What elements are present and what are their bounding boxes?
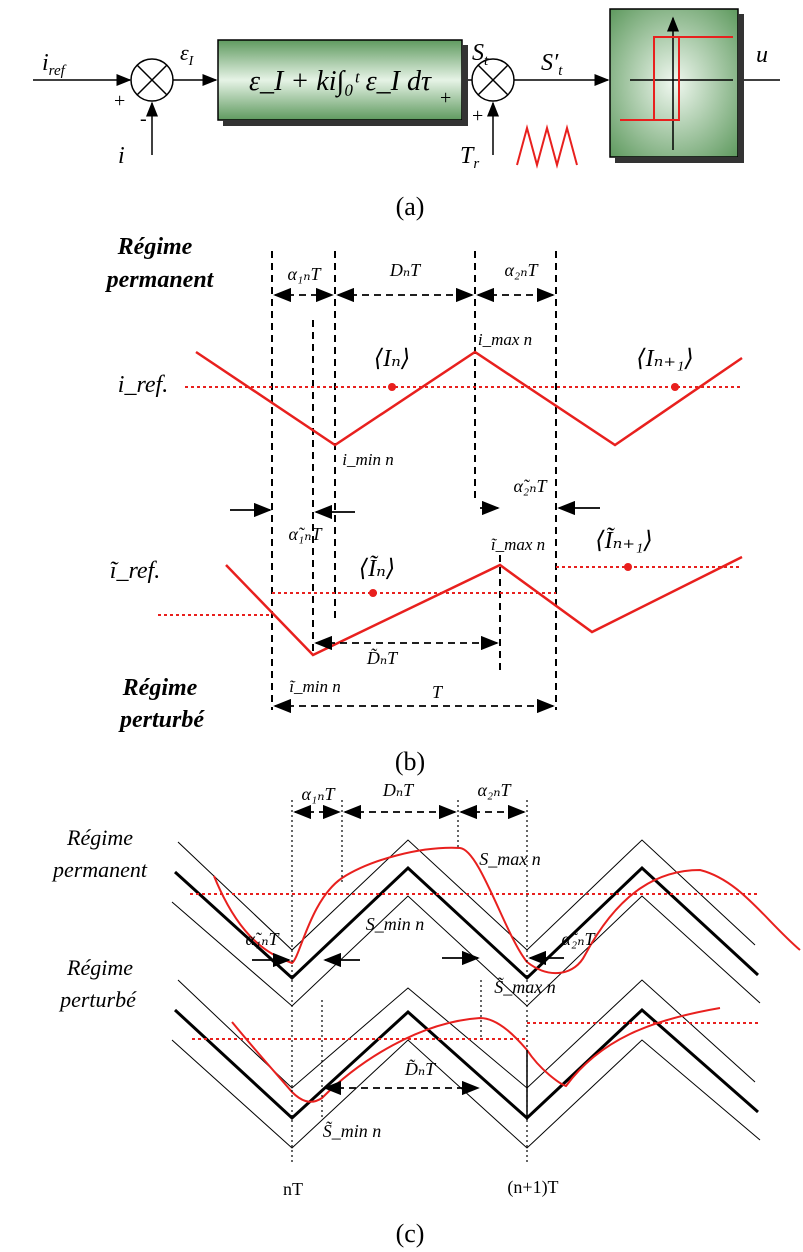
c-title-bottom-1: Régime (66, 955, 133, 980)
error-label: εI (180, 40, 195, 69)
b-In1t-label: ⟨Ĩₙ₊₁⟩ (595, 528, 652, 554)
c-carriers-bottom (171, 979, 761, 1149)
c-signal-top (213, 846, 801, 975)
hysteresis-block (609, 8, 739, 158)
b-imint-label: ĩ_min n (289, 677, 340, 696)
b-title-bottom-2: perturbé (118, 707, 205, 733)
c-alpha1t-label: α̃₁ₙT (245, 929, 280, 949)
plus-sign-1: + (114, 90, 125, 112)
hysteresis-icon (620, 16, 733, 150)
b-ireft-label: ĩ_ref. (110, 558, 160, 584)
b-In1t-dot (624, 563, 632, 571)
integrator-shadow-right (462, 45, 468, 125)
c-title-bottom-2: perturbé (58, 987, 137, 1012)
panel-b: Régime permanent α₁ₙT DₙT α₂ₙT ⟨Iₙ⟩ ⟨Iₙ₊… (105, 234, 743, 776)
b-period-label: T (432, 682, 444, 702)
c-smin-label: S_min n (366, 914, 425, 934)
triangle-carrier-icon (516, 124, 578, 169)
b-alpha2t-label: α̃₂ₙT (513, 476, 548, 496)
b-title-bottom-1: Régime (122, 675, 198, 701)
b-title-top-2: permanent (105, 267, 215, 293)
tr-label: Tr (460, 143, 479, 172)
b-Int-label: ⟨Ĩₙ⟩ (359, 556, 395, 582)
b-In1-dot (671, 383, 679, 391)
b-iref-label: i_ref. (118, 372, 168, 398)
output-u-label: u (756, 42, 768, 68)
c-title-top-2: permanent (51, 857, 148, 882)
c-carriers-top (171, 839, 761, 1007)
st-prime-label: S′t (541, 50, 563, 79)
caption-b: (b) (395, 747, 425, 776)
c-alpha2-label: α₂ₙT (477, 780, 512, 800)
c-smax-label: S_max n (479, 849, 541, 869)
hysteresis-shadow-bottom (615, 157, 744, 163)
c-nT-label: nT (283, 1179, 303, 1199)
b-alpha2-label: α₂ₙT (504, 260, 539, 280)
c-smaxt-label: S̃_max n (494, 977, 556, 997)
b-In1-label: ⟨Iₙ₊₁⟩ (636, 346, 693, 372)
c-title-top-1: Régime (66, 825, 133, 850)
b-In-label: ⟨Iₙ⟩ (374, 346, 410, 372)
plus-sign-3: + (472, 105, 483, 127)
c-alpha2t-label: α̃₂ₙT (561, 929, 596, 949)
b-imin-label: i_min n (342, 450, 393, 469)
integrator-block (217, 39, 463, 121)
feedback-i-label: i (118, 143, 125, 169)
caption-a: (a) (396, 192, 425, 221)
panel-c: Régime permanent Régime perturbé (51, 780, 801, 1248)
b-In-dot (388, 383, 396, 391)
c-dnt-label: D̃ₙT (404, 1059, 437, 1079)
st-label: St (472, 40, 489, 69)
b-current-waveform (195, 350, 743, 447)
c-smint-label: S̃_min n (323, 1121, 382, 1141)
b-title-top-1: Régime (117, 234, 193, 260)
hysteresis-shadow-right (738, 14, 744, 163)
panel-a: iref + - i εI ε_I + ki∫₀ᵗ ε_I dτ St + + (33, 8, 780, 221)
caption-c: (c) (396, 1219, 425, 1248)
minus-sign-1: - (140, 108, 147, 130)
sum-junction-2 (471, 58, 515, 102)
c-alpha1-label: α₁ₙT (301, 784, 336, 804)
b-alpha1-label: α₁ₙT (287, 264, 322, 284)
plus-sign-2: + (440, 87, 451, 109)
iref-label: iref (42, 50, 67, 79)
b-dn-label: DₙT (389, 260, 422, 280)
b-current-perturbed (225, 555, 743, 657)
b-Int-dot (369, 589, 377, 597)
sum-junction-1 (130, 58, 174, 102)
integrator-expression: ε_I + ki∫₀ᵗ ε_I dτ (249, 66, 432, 98)
b-alpha1t-label: α̃₁ₙT (288, 524, 323, 544)
c-dn-label: DₙT (382, 780, 415, 800)
b-dnt-label: D̃ₙT (366, 648, 399, 668)
b-imaxt-label: ĩ_max n (491, 535, 545, 554)
c-n1T-label: (n+1)T (507, 1177, 558, 1198)
b-imax-label: i_max n (478, 330, 532, 349)
integrator-shadow-bottom (223, 120, 468, 126)
